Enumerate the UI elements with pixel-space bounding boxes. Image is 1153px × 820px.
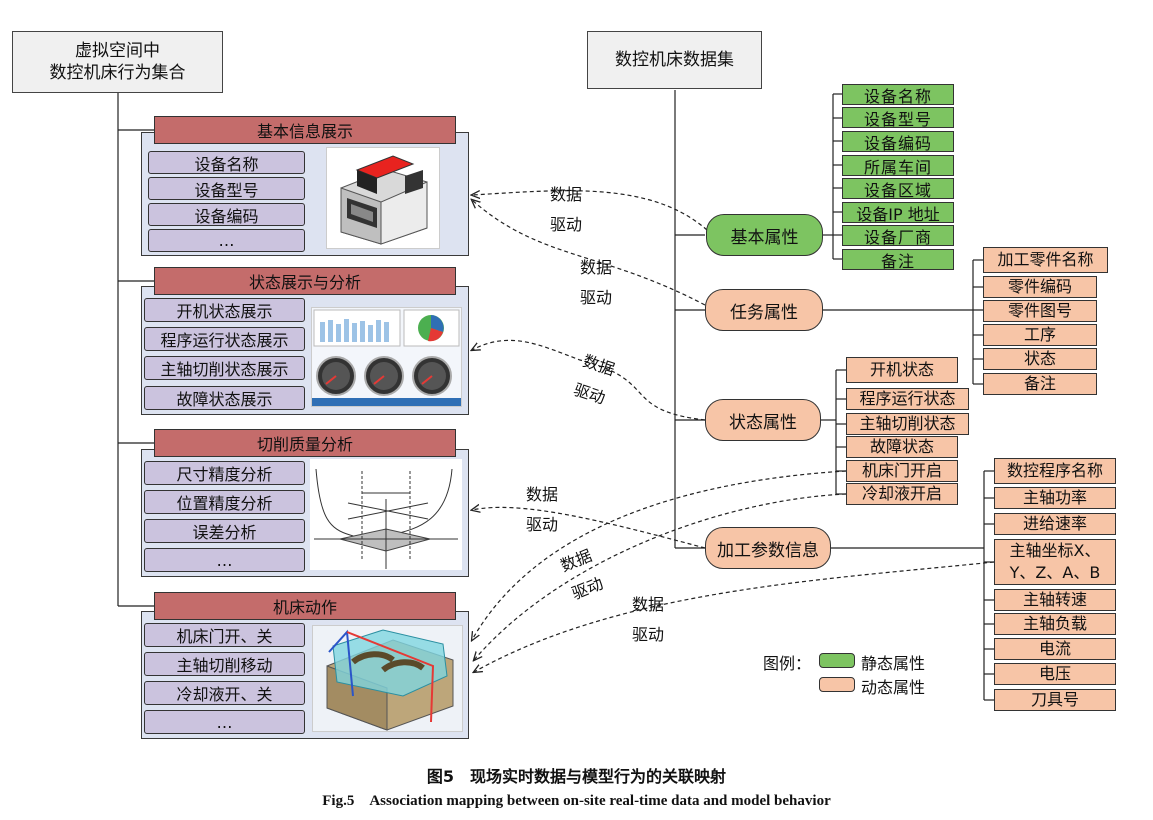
drive-label-word-1: 数据 xyxy=(525,485,558,504)
section-item: … xyxy=(144,548,305,572)
drive-label-2: 数据 驱动 xyxy=(570,253,622,313)
drive-label-word-1: 数据 xyxy=(631,595,664,614)
drive-arrow-coolant xyxy=(474,493,847,660)
leaf-static: 备注 xyxy=(842,249,954,271)
drive-arrow-door xyxy=(472,470,847,640)
section-title-basic-info: 基本信息展示 xyxy=(154,116,456,144)
right-tree-lines xyxy=(674,90,994,701)
leaf-dynamic: 状态 xyxy=(983,348,1097,370)
left-root-line-2: 数控机床行为集合 xyxy=(49,63,186,83)
node-processing-params: 加工参数信息 xyxy=(705,527,831,569)
node-task-attribute: 任务属性 xyxy=(705,289,823,331)
leaf-static: 设备型号 xyxy=(842,107,954,129)
drive-label-4: 数据 驱动 xyxy=(516,480,568,540)
left-root-box: 虚拟空间中 数控机床行为集合 xyxy=(12,31,223,93)
leaf-dynamic: 机床门开启 xyxy=(846,460,958,482)
leaf-dynamic: 零件编码 xyxy=(983,276,1097,298)
legend-static-label: 静态属性 xyxy=(861,654,926,673)
section-item: 位置精度分析 xyxy=(144,490,305,514)
legend-dynamic-label: 动态属性 xyxy=(861,678,926,697)
precision-diagram-image xyxy=(310,459,462,570)
drive-arrow-basic xyxy=(472,191,708,231)
section-title-cutting-quality: 切削质量分析 xyxy=(154,429,456,457)
leaf-dynamic-axis: 主轴坐标X、Y、Z、A、B xyxy=(994,539,1116,585)
leaf-dynamic: 数控程序名称 xyxy=(994,458,1116,484)
machine-motion-image xyxy=(312,625,463,732)
drive-label-word-2: 驱动 xyxy=(579,288,612,307)
leaf-static: 所属车间 xyxy=(842,155,954,177)
leaf-dynamic: 电压 xyxy=(994,663,1116,685)
leaf-dynamic: 工序 xyxy=(983,324,1097,346)
section-item: 机床门开、关 xyxy=(144,623,305,647)
leaf-dynamic: 主轴转速 xyxy=(994,589,1116,611)
leaf-static: 设备IP 地址 xyxy=(842,202,954,224)
leaf-dynamic: 主轴负载 xyxy=(994,613,1116,635)
leaf-dynamic: 主轴切削状态 xyxy=(846,413,969,435)
data-drive-arrows xyxy=(472,191,995,672)
section-item: 设备编码 xyxy=(148,203,305,226)
legend: 图例： 静态属性 动态属性 xyxy=(763,650,963,700)
section-item: 尺寸精度分析 xyxy=(144,461,305,485)
status-dashboard-image xyxy=(311,307,462,407)
section-item: 误差分析 xyxy=(144,519,305,543)
section-title-status: 状态展示与分析 xyxy=(154,267,456,295)
leaf-dynamic: 电流 xyxy=(994,638,1116,660)
section-item: 设备名称 xyxy=(148,151,305,174)
drive-label-word-2: 驱动 xyxy=(631,625,664,644)
node-basic-attribute: 基本属性 xyxy=(706,214,823,256)
leaf-dynamic: 备注 xyxy=(983,373,1097,395)
section-item: 冷却液开、关 xyxy=(144,681,305,705)
section-item: 主轴切削状态展示 xyxy=(144,356,305,380)
leaf-static: 设备厂商 xyxy=(842,225,954,247)
caption-chinese: 图5 现场实时数据与模型行为的关联映射 xyxy=(426,767,727,786)
legend-title: 图例： xyxy=(763,654,812,673)
section-item: 主轴切削移动 xyxy=(144,652,305,676)
left-root-line-1: 虚拟空间中 xyxy=(75,41,160,61)
section-item: … xyxy=(144,710,305,734)
drive-arrow-task xyxy=(472,200,706,306)
section-item: 程序运行状态展示 xyxy=(144,327,305,351)
leaf-static: 设备区域 xyxy=(842,178,954,200)
section-item: … xyxy=(148,229,305,252)
leaf-dynamic: 开机状态 xyxy=(846,357,958,383)
drive-label-word-1: 数据 xyxy=(549,185,582,204)
gauges xyxy=(316,356,452,396)
node-state-attribute: 状态属性 xyxy=(705,399,821,441)
left-tree-lines xyxy=(117,92,154,607)
machine-model-image xyxy=(326,147,440,249)
section-title-machine-action: 机床动作 xyxy=(154,592,456,620)
leaf-dynamic: 故障状态 xyxy=(846,436,958,458)
drive-label-1: 数据 驱动 xyxy=(540,180,592,240)
leaf-dynamic: 程序运行状态 xyxy=(846,388,969,410)
leaf-dynamic: 进给速率 xyxy=(994,513,1116,535)
leaf-static: 设备编码 xyxy=(842,131,954,153)
drive-label-word-2: 驱动 xyxy=(549,215,582,234)
caption-english: Fig.5 Association mapping between on-sit… xyxy=(322,793,831,809)
section-item: 设备型号 xyxy=(148,177,305,200)
section-item: 故障状态展示 xyxy=(144,386,305,410)
drive-arrow-state xyxy=(472,339,706,421)
drive-arrow-params xyxy=(472,507,706,549)
leaf-dynamic: 刀具号 xyxy=(994,689,1116,711)
right-root-box: 数控机床数据集 xyxy=(587,31,762,89)
leaf-dynamic: 主轴功率 xyxy=(994,487,1116,509)
drive-arrow-axis xyxy=(474,561,995,672)
drive-label-6: 数据 驱动 xyxy=(622,590,674,650)
legend-swatch-static xyxy=(819,653,855,668)
section-item: 开机状态展示 xyxy=(144,298,305,322)
leaf-dynamic: 零件图号 xyxy=(983,300,1097,322)
leaf-static: 设备名称 xyxy=(842,84,954,106)
drive-label-word-1: 数据 xyxy=(579,258,612,277)
legend-swatch-dynamic xyxy=(819,677,855,692)
leaf-dynamic: 加工零件名称 xyxy=(983,247,1108,273)
leaf-dynamic: 冷却液开启 xyxy=(846,483,958,505)
drive-label-word-2: 驱动 xyxy=(525,515,558,534)
